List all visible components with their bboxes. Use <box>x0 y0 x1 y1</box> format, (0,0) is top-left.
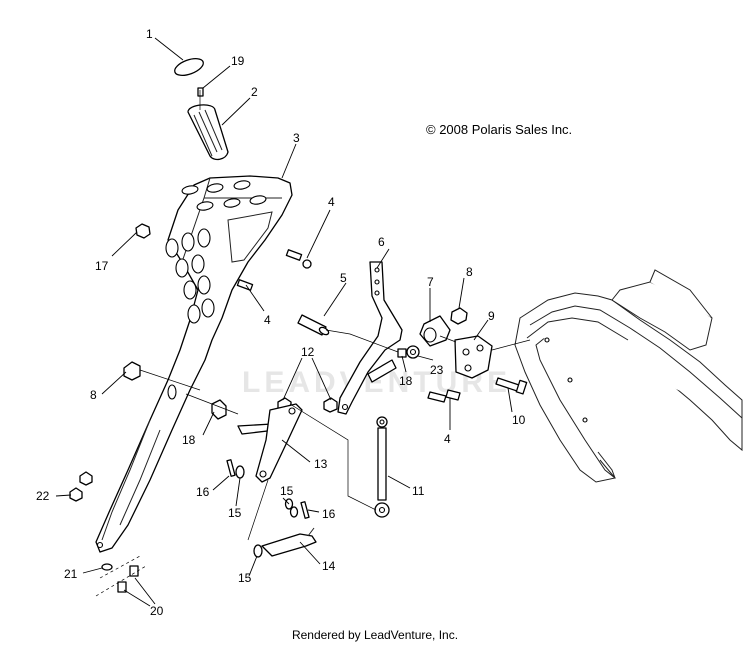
callout-4-lower: 4 <box>444 432 451 446</box>
part-5-bushing <box>297 314 330 336</box>
callout-1: 1 <box>146 27 153 41</box>
callout-4-middle: 4 <box>264 313 271 327</box>
callout-18-lower: 18 <box>182 433 196 447</box>
callout-17: 17 <box>95 259 109 273</box>
callout-9: 9 <box>488 309 495 323</box>
part-14-link <box>261 527 317 557</box>
callout-labels: 1 19 2 3 4 17 6 8 7 5 4 9 12 18 23 8 10 … <box>36 27 526 618</box>
callout-16-left: 16 <box>196 485 210 499</box>
callout-21: 21 <box>64 567 78 581</box>
copyright-notice: © 2008 Polaris Sales Inc. <box>426 122 573 137</box>
callout-6: 6 <box>378 235 385 249</box>
callout-3: 3 <box>293 131 300 145</box>
callout-15-lower: 15 <box>238 571 252 585</box>
part-17-nut <box>135 223 151 239</box>
callout-19: 19 <box>231 54 245 68</box>
frame-fender <box>514 269 743 483</box>
part-11-rod <box>374 416 390 518</box>
part-13-arm <box>237 403 303 483</box>
part-1-cap <box>174 58 204 76</box>
callout-8-left: 8 <box>90 388 97 402</box>
part-3-console <box>95 175 293 553</box>
part-22-nuts <box>69 471 93 502</box>
part-4-bolts-lower <box>427 389 461 403</box>
part-23-washer <box>397 345 420 359</box>
part-4-bolts-upper <box>236 249 312 291</box>
callout-5: 5 <box>340 271 347 285</box>
part-21-washer <box>101 563 113 571</box>
callout-12: 12 <box>301 345 315 359</box>
leader-lines <box>55 37 513 607</box>
callout-23: 23 <box>430 363 444 377</box>
callout-14: 14 <box>322 559 336 573</box>
part-16-pins <box>226 459 310 519</box>
center-lines <box>95 90 531 597</box>
part-6-lever <box>337 261 403 415</box>
callout-15-right: 15 <box>280 484 294 498</box>
part-7-bushing <box>419 315 451 347</box>
callout-22: 22 <box>36 489 50 503</box>
callout-20: 20 <box>150 604 164 618</box>
part-8-nut-left <box>123 361 141 381</box>
part-10-bolt <box>495 377 528 395</box>
callout-15-left: 15 <box>228 506 242 520</box>
part-18-nut-lower <box>211 399 227 420</box>
part-2-knob <box>187 104 229 161</box>
callout-13: 13 <box>314 457 328 471</box>
callout-4-upper: 4 <box>328 195 335 209</box>
callout-7: 7 <box>427 275 434 289</box>
part-8-nut-upper <box>450 307 468 325</box>
callout-16-right: 16 <box>322 507 336 521</box>
part-19-screw <box>197 87 204 97</box>
callout-18-middle: 18 <box>399 374 413 388</box>
callout-8-upper: 8 <box>466 265 473 279</box>
footer-credit: Rendered by LeadVenture, Inc. <box>291 628 459 642</box>
part-9-bracket <box>454 335 493 379</box>
callout-10: 10 <box>512 413 526 427</box>
callout-11: 11 <box>412 484 425 498</box>
callout-2: 2 <box>251 85 258 99</box>
part-20-screws <box>117 565 139 593</box>
